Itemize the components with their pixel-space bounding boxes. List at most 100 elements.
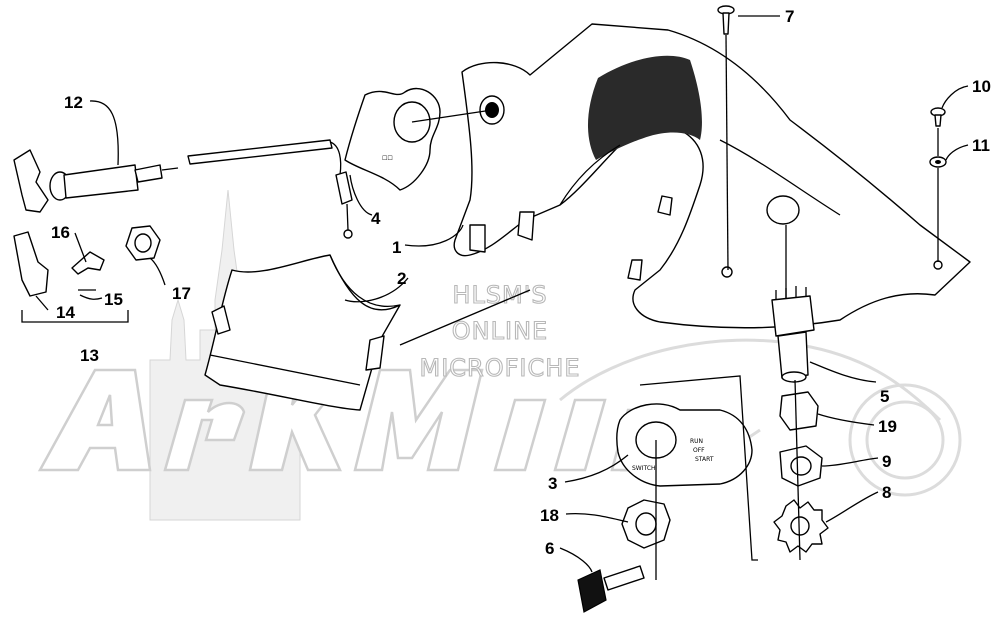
console-housing bbox=[453, 23, 971, 329]
callout-1: 1 bbox=[392, 238, 401, 257]
gasket-stamp: ☐☐ bbox=[382, 155, 393, 162]
callout-7: 7 bbox=[785, 7, 794, 26]
leader-11 bbox=[945, 144, 969, 161]
leader-18 bbox=[565, 512, 629, 523]
screw-7 bbox=[717, 5, 735, 35]
lower-panel-tab-left bbox=[211, 305, 231, 335]
lower-panel bbox=[204, 254, 401, 411]
callout-12: 12 bbox=[64, 93, 83, 112]
leader-3 bbox=[564, 454, 629, 483]
plate-text-start: START bbox=[695, 456, 714, 463]
callouts: 12 7 10 11 4 1 2 16 15 14 17 13 5 19 9 8… bbox=[51, 7, 991, 558]
callout-18: 18 bbox=[540, 506, 559, 525]
lock-washer-8-hole bbox=[790, 516, 810, 536]
choke-knob bbox=[13, 149, 49, 213]
switch-nut-9-hole bbox=[790, 456, 812, 476]
assembly-lines bbox=[399, 34, 939, 580]
choke-cable-end bbox=[335, 171, 353, 205]
lever-assembly bbox=[13, 225, 161, 323]
leader-16 bbox=[74, 232, 87, 263]
leader-lines bbox=[35, 15, 969, 573]
choke-cable-ball bbox=[343, 229, 353, 239]
bezel-nut-hole bbox=[635, 512, 657, 536]
nut-17-hole bbox=[134, 233, 152, 253]
lever-part-14 bbox=[13, 231, 49, 297]
leader-8 bbox=[825, 491, 879, 523]
callout-16: 16 bbox=[51, 223, 70, 242]
leader-5 bbox=[809, 361, 877, 383]
housing-tab-inner bbox=[657, 195, 673, 216]
callout-2: 2 bbox=[397, 269, 406, 288]
lower-panel-outline bbox=[204, 254, 401, 411]
callout-17: 17 bbox=[172, 284, 191, 303]
ignition-bezel bbox=[621, 499, 671, 549]
screw-7-shank bbox=[722, 12, 730, 35]
plate-text-off: OFF bbox=[693, 447, 705, 454]
watermark-line-1: HLSM'S bbox=[452, 281, 547, 309]
key-blade bbox=[603, 565, 645, 591]
switch-body-5 bbox=[771, 295, 815, 337]
callout-13: 13 bbox=[80, 346, 99, 365]
screw-10 bbox=[930, 107, 946, 127]
leader-10 bbox=[941, 85, 969, 109]
lever-pin-16 bbox=[71, 251, 105, 275]
callout-14: 14 bbox=[56, 303, 75, 322]
callout-6: 6 bbox=[545, 539, 554, 558]
plate-text-switch: SWITCH bbox=[632, 465, 656, 472]
ignition-key bbox=[577, 565, 645, 613]
leader-14 bbox=[35, 295, 49, 311]
watermark-line-2: ONLINE bbox=[452, 317, 548, 345]
watermark-line-3: MICROFICHE bbox=[420, 354, 581, 382]
housing-mount-hole bbox=[933, 260, 943, 270]
callout-4: 4 bbox=[371, 209, 381, 228]
lock-washer-8 bbox=[773, 499, 829, 553]
ignition-boss-hole bbox=[766, 195, 800, 225]
leader-12 bbox=[89, 100, 119, 166]
leader-2 bbox=[344, 277, 409, 303]
leader-15 bbox=[79, 294, 103, 300]
leader-6 bbox=[559, 547, 593, 573]
callout-15: 15 bbox=[104, 290, 123, 309]
choke-cable-rod bbox=[187, 139, 333, 165]
callout-9: 9 bbox=[882, 452, 891, 471]
screw-10-shank bbox=[934, 114, 942, 127]
housing-tab-lower bbox=[627, 259, 643, 281]
housing-tab-right bbox=[517, 211, 535, 241]
gasket-plate-outline bbox=[344, 87, 441, 191]
switch-barrel-5 bbox=[777, 331, 809, 379]
callout-8: 8 bbox=[882, 483, 891, 502]
washer-11 bbox=[929, 156, 947, 168]
switch-nut-9 bbox=[779, 445, 823, 487]
callout-19: 19 bbox=[878, 417, 897, 436]
choke-fitting bbox=[134, 164, 163, 183]
callout-5: 5 bbox=[880, 387, 889, 406]
choke-cable bbox=[13, 139, 353, 239]
leader-19 bbox=[817, 413, 875, 426]
callout-11: 11 bbox=[972, 136, 990, 155]
ignition-group-frame bbox=[639, 375, 758, 561]
leader-17 bbox=[149, 257, 166, 286]
leader-4 bbox=[349, 174, 373, 216]
switch-nut-19 bbox=[779, 391, 819, 431]
washer-11-hole bbox=[935, 160, 941, 164]
gasket-plate: ☐☐ bbox=[344, 87, 441, 191]
leader-9 bbox=[821, 457, 879, 467]
ignition-switch bbox=[771, 286, 815, 383]
switch-face bbox=[781, 371, 807, 383]
callout-10: 10 bbox=[972, 77, 991, 96]
callout-3: 3 bbox=[548, 474, 557, 493]
key-head bbox=[577, 569, 607, 613]
lower-panel-tab-right bbox=[365, 335, 385, 371]
ignition-plate: RUN OFF START SWITCH bbox=[615, 403, 753, 487]
leader-1 bbox=[404, 224, 464, 247]
choke-body bbox=[63, 164, 139, 199]
group-13-bracket bbox=[21, 310, 129, 323]
switch-nut-19-shape bbox=[779, 391, 819, 431]
plate-text-run: RUN bbox=[690, 438, 703, 445]
console-opening-shadow bbox=[587, 55, 702, 161]
housing-tab-left bbox=[469, 224, 486, 253]
housing-screw-boss bbox=[721, 266, 733, 278]
watermark-vehicle bbox=[559, 338, 962, 497]
